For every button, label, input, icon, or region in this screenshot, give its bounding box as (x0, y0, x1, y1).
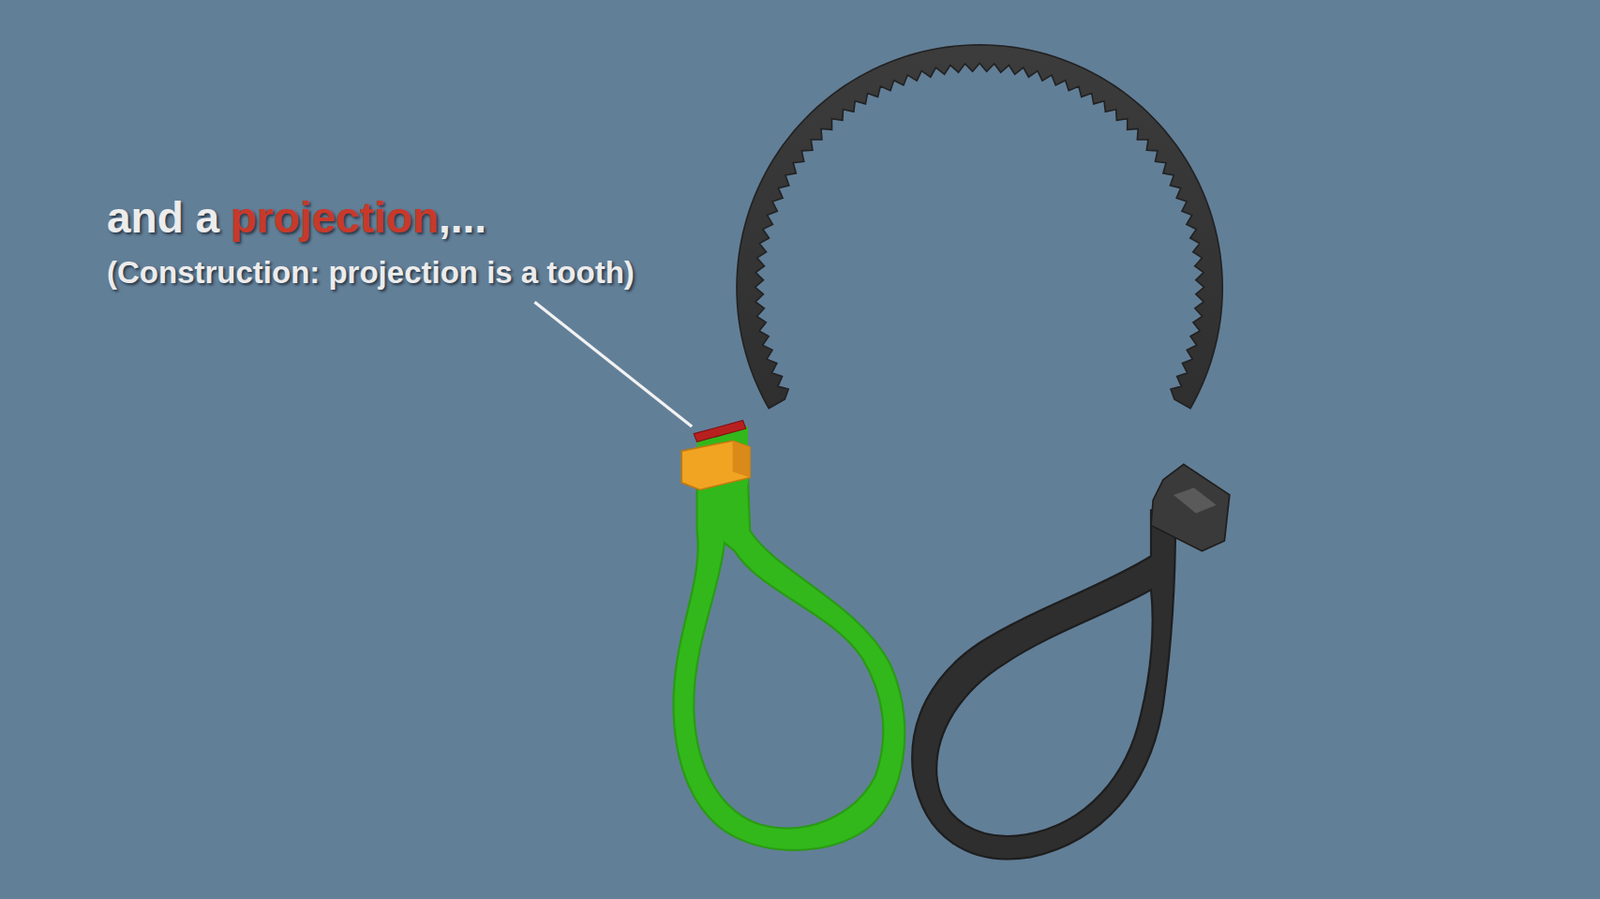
note-text: (Construction: projection is a tooth) (106, 247, 670, 299)
heading-line: and aprojection,... (106, 193, 951, 253)
highlight-word: projection (230, 193, 439, 242)
caption-text: and a (106, 193, 220, 242)
belt-body (736, 44, 1223, 409)
note-block: (Construction: projection is a tooth) (106, 247, 670, 299)
green-clamp (673, 479, 906, 851)
red-tooth (693, 419, 747, 442)
toothed-belt (736, 44, 1223, 409)
orange-block-side (732, 440, 751, 478)
orange-block (681, 440, 750, 490)
leader-line (534, 301, 692, 427)
dark-clamp (912, 509, 1176, 859)
dark-head-slot (1173, 487, 1217, 513)
caption-text: ,... (438, 193, 487, 242)
dark-head (1151, 463, 1230, 552)
